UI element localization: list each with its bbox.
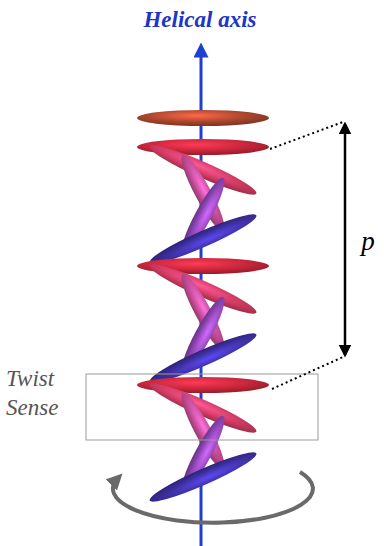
twist-box: [86, 374, 318, 440]
twist-arrow: [113, 472, 313, 523]
axis-label: Helical axis: [110, 6, 290, 34]
molecule-ellipsoid: [146, 446, 259, 508]
molecule-ellipsoid: [137, 110, 269, 126]
pitch-arrow: [344, 124, 347, 355]
pitch-leader: [272, 357, 343, 389]
molecules: [137, 110, 269, 508]
twist-sense-label: Twist Sense: [6, 364, 82, 422]
pitch-leader: [270, 122, 343, 149]
pitch-label: p: [356, 226, 380, 256]
